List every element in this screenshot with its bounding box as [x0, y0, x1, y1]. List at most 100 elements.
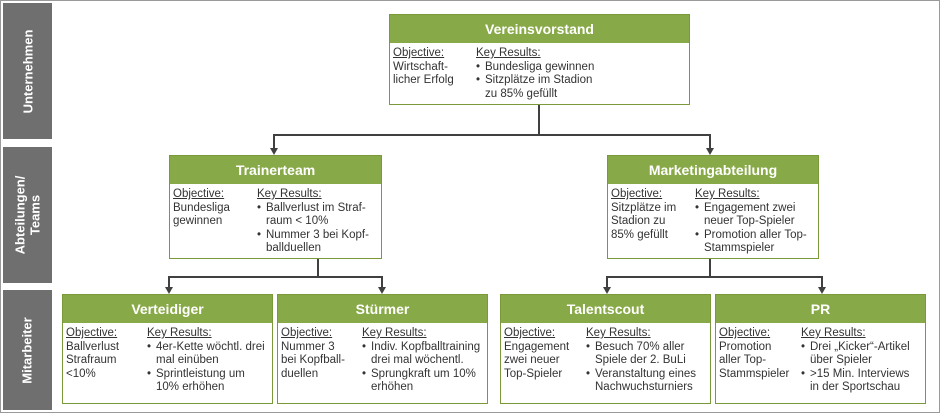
- box-board-objective: Objective: Wirtschaft- licher Erfolg: [393, 47, 473, 88]
- objective-line: Strafraum: [66, 354, 117, 366]
- box-talent-scout-objective: Objective: Engagement zwei neuer Top-Spi…: [504, 327, 584, 381]
- key-result-line: zu 85% gefüllt: [485, 87, 558, 100]
- arrow-to-scout: [603, 287, 611, 294]
- connector-board-down: [538, 105, 540, 135]
- connector-to-coach: [273, 134, 275, 149]
- key-result-line: Ballverlust im Straf-: [266, 201, 366, 214]
- connector-coach-down: [317, 259, 319, 277]
- key-result-item: Nummer 3 bei Kopf-ballduellen: [257, 229, 381, 256]
- key-result-line: Sitzplätze im Stadion: [485, 74, 593, 86]
- objective-label: Objective:: [393, 47, 445, 59]
- key-result-line: Besuch 70% aller: [595, 340, 685, 353]
- key-result-line: ballduellen: [266, 242, 321, 254]
- box-striker-objective: Objective: Nummer 3 bei Kopfball- duelle…: [281, 327, 361, 381]
- key-result-item: Bundesliga gewinnen: [476, 61, 688, 75]
- key-result-line: Sprungkraft um 10%: [371, 367, 476, 380]
- connector-to-striker: [381, 276, 383, 288]
- objective-line: Promotion: [719, 340, 772, 353]
- objective-label: Objective:: [611, 188, 663, 200]
- key-result-line: Nachwuchsturniers: [595, 381, 693, 393]
- box-board-key-results: Key Results: Bundesliga gewinnen Sitzplä…: [476, 47, 688, 101]
- key-result-line: Drei „Kicker“-Artikel: [810, 340, 910, 353]
- level-label-departments-line1: Abteilungen/: [12, 175, 28, 255]
- key-result-item: Sprungkraft um 10%erhöhen: [362, 368, 488, 395]
- level-label-departments-line2: Teams: [27, 194, 43, 236]
- objective-label: Objective:: [173, 188, 225, 200]
- level-label-company-text: Unternehmen: [20, 29, 36, 113]
- objective-label: Objective:: [66, 327, 118, 339]
- connector-to-marketing: [709, 134, 711, 149]
- key-result-line: Sprintleistung um: [156, 367, 245, 380]
- key-result-line: in der Sportschau: [810, 381, 901, 393]
- connector-to-defender: [168, 276, 170, 288]
- key-results-label: Key Results:: [801, 327, 866, 339]
- objective-line: duellen: [281, 367, 319, 380]
- key-result-line: Bundesliga gewinnen: [485, 60, 595, 73]
- level-label-employees-text: Mitarbeiter: [20, 316, 35, 384]
- key-result-line: raum < 10%: [266, 215, 329, 227]
- key-result-line: drei mal wöchentl.: [371, 354, 464, 366]
- box-coach-team-objective: Objective: Bundesliga gewinnen: [173, 188, 253, 229]
- level-label-employees: Mitarbeiter: [3, 290, 52, 410]
- key-result-line: mal einüben: [156, 354, 219, 366]
- key-result-line: neuer Top-Spieler: [704, 215, 795, 227]
- objective-line: zwei neuer: [504, 354, 560, 366]
- key-results-label: Key Results:: [147, 327, 212, 339]
- objective-line: <10%: [66, 367, 96, 380]
- key-result-line: Engagement zwei: [704, 201, 796, 214]
- objective-line: Top-Spieler: [504, 367, 563, 380]
- objective-line: Engagement: [504, 340, 570, 353]
- box-pr: PR Objective: Promotion aller Top- Stamm…: [715, 294, 926, 404]
- box-pr-title: PR: [716, 295, 925, 323]
- objective-line: gewinnen: [173, 215, 223, 227]
- connector-marketing-horizontal: [606, 276, 823, 278]
- arrow-to-pr: [818, 287, 826, 294]
- key-result-line: Promotion aller Top-: [704, 228, 807, 241]
- objective-line: Stadion zu: [611, 215, 666, 227]
- box-marketing-title: Marketingabteilung: [608, 156, 818, 184]
- key-results-label: Key Results:: [362, 327, 427, 339]
- key-results-label: Key Results:: [695, 188, 760, 200]
- box-defender-objective: Objective: Ballverlust Strafraum <10%: [66, 327, 144, 381]
- objective-label: Objective:: [719, 327, 771, 339]
- box-coach-team-title: Trainerteam: [170, 156, 381, 184]
- connector-marketing-down: [709, 259, 711, 277]
- box-pr-objective: Objective: Promotion aller Top- Stammspi…: [719, 327, 799, 381]
- connector-board-horizontal: [273, 134, 710, 136]
- objective-line: Ballverlust: [66, 340, 120, 353]
- objective-line: Nummer 3: [281, 340, 335, 353]
- box-talent-scout: Talentscout Objective: Engagement zwei n…: [500, 294, 711, 404]
- box-defender: Verteidiger Objective: Ballverlust Straf…: [62, 294, 273, 404]
- objective-line: 85% gefüllt: [611, 228, 668, 241]
- key-result-line: Stammspieler: [704, 242, 775, 254]
- key-result-line: Veranstaltung eines: [595, 367, 697, 380]
- box-marketing: Marketingabteilung Objective: Sitzplätze…: [607, 155, 819, 259]
- objective-line: Sitzplätze im: [611, 201, 677, 214]
- level-label-departments-text: Abteilungen/Teams: [13, 176, 43, 255]
- key-results-label: Key Results:: [257, 188, 322, 200]
- box-talent-scout-title: Talentscout: [501, 295, 710, 323]
- box-striker: Stürmer Objective: Nummer 3 bei Kopfball…: [277, 294, 488, 404]
- box-coach-team: Trainerteam Objective: Bundesliga gewinn…: [169, 155, 382, 259]
- key-results-label: Key Results:: [586, 327, 651, 339]
- key-result-line: erhöhen: [371, 381, 414, 393]
- objective-line: Bundesliga: [173, 201, 230, 214]
- key-result-item: Promotion aller Top-Stammspieler: [695, 229, 818, 256]
- level-label-company: Unternehmen: [3, 3, 52, 139]
- connector-coach-horizontal: [168, 276, 383, 278]
- arrow-to-defender: [165, 287, 173, 294]
- key-result-line: 10% erhöhen: [156, 381, 225, 393]
- connector-to-pr: [821, 276, 823, 288]
